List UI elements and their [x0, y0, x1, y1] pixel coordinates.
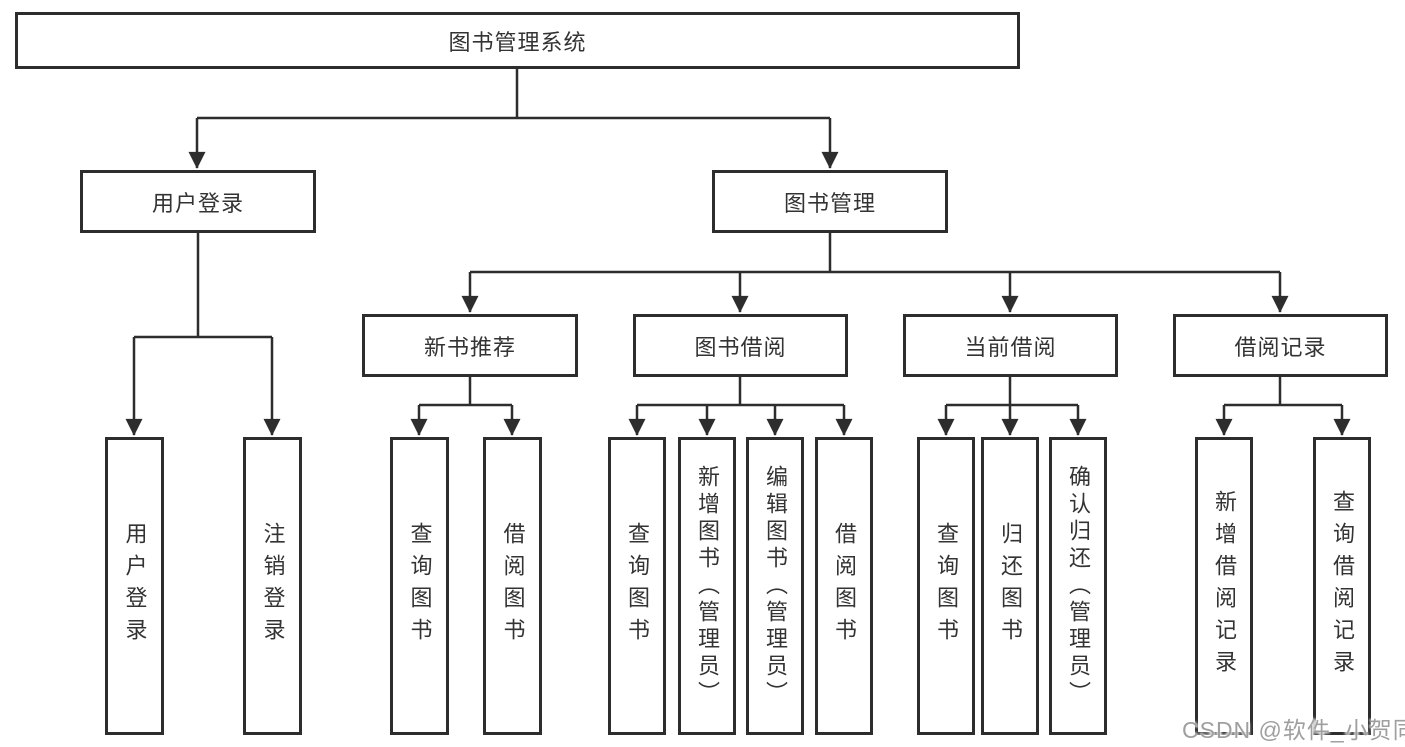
connector-new-book-recommend-children	[410, 377, 521, 436]
watermark: CSDN @软件_小贺同学	[1182, 717, 1405, 743]
node-borrow-records: 借阅记录	[1173, 314, 1388, 377]
leaf-borrow-books-recommend: 借阅图书	[483, 437, 542, 735]
leaf-add-borrow-record: 新增借阅记录	[1195, 437, 1253, 735]
node-current-borrow: 当前借阅	[903, 314, 1118, 377]
leaf-return-book: 归还图书	[981, 437, 1039, 735]
leaf-query-borrow-record: 查询借阅记录	[1313, 437, 1371, 735]
connector-borrow-records-children	[1215, 377, 1351, 436]
leaf-add-book-admin: 新增图书（管理员）	[678, 437, 736, 735]
leaf-edit-book-admin: 编辑图书（管理员）	[746, 437, 804, 735]
connector-book-management-children	[461, 233, 1289, 313]
node-user-login: 用户登录	[80, 170, 316, 233]
node-book-management: 图书管理	[712, 170, 948, 233]
leaf-borrow-books-borrow: 借阅图书	[815, 437, 873, 735]
node-new-book-recommend: 新书推荐	[362, 314, 578, 377]
connector-root-to-level2	[188, 68, 839, 169]
connector-user-login-children	[125, 233, 281, 436]
connector-book-borrow-children	[628, 377, 853, 436]
leaf-query-books-recommend: 查询图书	[390, 437, 449, 735]
leaf-confirm-return-admin: 确认归还（管理员）	[1049, 437, 1107, 735]
node-book-borrow: 图书借阅	[633, 314, 848, 377]
root-node-library-system: 图书管理系统	[15, 12, 1020, 69]
leaf-query-books-current: 查询图书	[917, 437, 975, 735]
leaf-query-books-borrow: 查询图书	[608, 437, 666, 735]
connector-current-borrow-children	[937, 377, 1087, 436]
leaf-logout: 注销登录	[243, 437, 302, 735]
leaf-user-login: 用户登录	[105, 437, 164, 735]
